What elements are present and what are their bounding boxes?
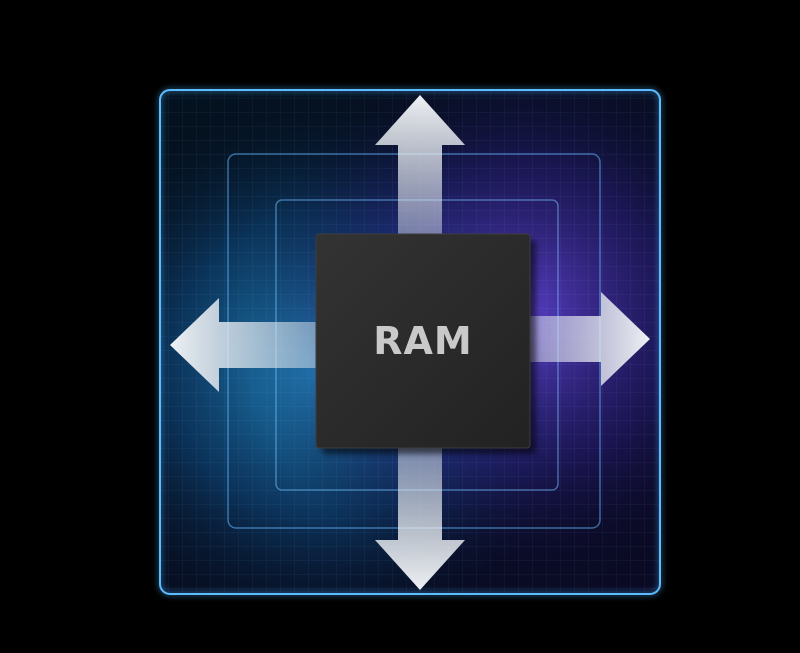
arrow-left [170, 298, 320, 392]
arrow-right [525, 292, 650, 386]
arrow-up [375, 95, 465, 235]
expand-arrows-icon [170, 95, 650, 590]
arrow-down [375, 440, 465, 590]
memory-chip-icon [315, 233, 536, 454]
